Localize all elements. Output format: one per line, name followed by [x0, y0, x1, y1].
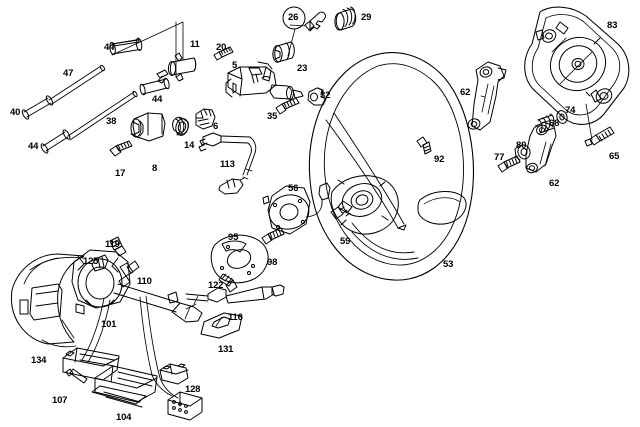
callout-125: 125	[83, 256, 99, 267]
callout-101: 101	[101, 319, 117, 330]
callout-113: 113	[220, 159, 235, 170]
callout-38: 38	[106, 116, 117, 127]
callout-80: 80	[516, 140, 527, 151]
callout-110: 110	[137, 276, 152, 287]
callout-68: 68	[549, 118, 560, 129]
callout-104: 104	[116, 412, 132, 423]
callout-29: 29	[361, 12, 372, 23]
callout-74: 74	[565, 105, 576, 116]
callout-83: 83	[607, 20, 618, 31]
callout-62-lower: 62	[549, 178, 560, 189]
callout-17: 17	[115, 168, 126, 179]
callout-77: 77	[494, 152, 505, 163]
callout-8: 8	[152, 163, 158, 174]
callout-131: 131	[218, 344, 234, 355]
callout-20: 20	[216, 42, 227, 53]
callout-95: 95	[228, 232, 239, 243]
callout-65: 65	[609, 151, 620, 162]
callout-59: 59	[340, 236, 351, 247]
callout-23: 23	[297, 63, 308, 74]
callout-11: 11	[190, 39, 200, 50]
callout-5: 5	[232, 60, 238, 71]
callout-26: 26	[288, 12, 299, 23]
callout-44-lower: 44	[28, 141, 39, 152]
callout-122: 122	[208, 280, 224, 291]
callout-116: 116	[228, 312, 243, 323]
callout-128: 128	[185, 384, 201, 395]
callout-107: 107	[52, 395, 68, 406]
callout-98: 98	[267, 257, 278, 268]
callout-47: 47	[63, 68, 74, 79]
callout-134: 134	[31, 355, 47, 366]
callout-35: 35	[267, 111, 278, 122]
callout-119: 119	[105, 239, 120, 250]
callout-56: 56	[288, 183, 299, 194]
callout-44-mid: 44	[152, 94, 163, 105]
callout-40: 40	[10, 107, 21, 118]
callout-14: 14	[184, 140, 195, 151]
callout-62-upper: 62	[460, 87, 471, 98]
callout-92: 92	[434, 154, 445, 165]
callout-6: 6	[213, 121, 219, 132]
callout-44-upper: 44	[104, 42, 115, 53]
callout-32: 32	[320, 90, 331, 101]
callout-53: 53	[443, 259, 454, 270]
